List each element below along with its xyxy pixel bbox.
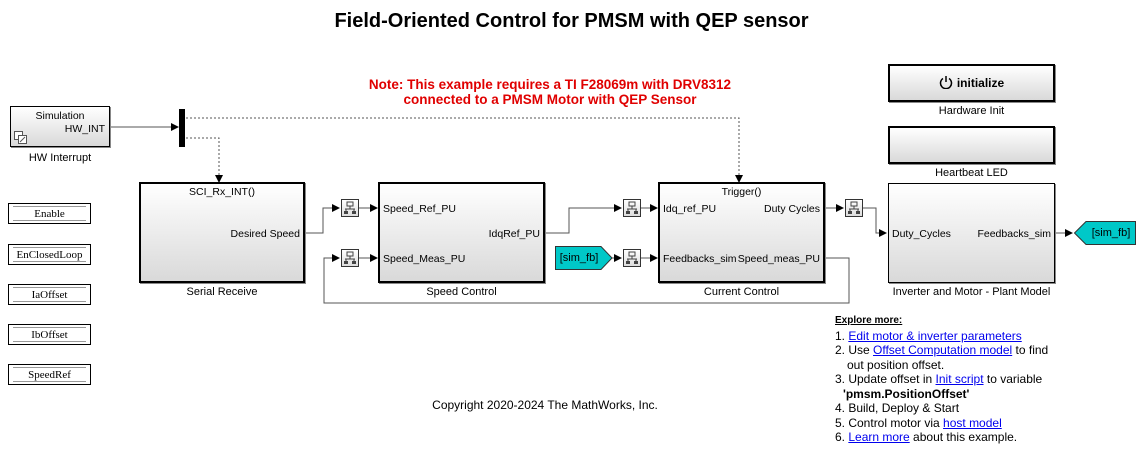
explore-item: 5. Control motor via host model	[835, 415, 1002, 430]
explore-heading: Explore more:	[835, 315, 903, 326]
power-icon	[939, 76, 953, 90]
speed-meas-out-port: Speed_meas_PU	[737, 253, 820, 265]
plant-model-label: Inverter and Motor - Plant Model	[892, 286, 1051, 298]
rate-transition-2[interactable]	[341, 249, 359, 267]
from-tag[interactable]	[555, 246, 613, 270]
speed-control-block[interactable]: Speed_Ref_PU Speed_Meas_PU IdqRef_PU	[378, 182, 545, 283]
current-control-block[interactable]: Trigger() Idq_ref_PU Feedbacks_sim Duty …	[658, 182, 825, 283]
heartbeat-led-block[interactable]	[888, 126, 1055, 164]
edit-motor-link[interactable]: Edit motor & inverter parameters	[848, 328, 1022, 343]
explore-item: out position offset.	[847, 357, 945, 372]
wire-trigger-sci	[186, 137, 223, 183]
diagram-title: Field-Oriented Control for PMSM with QEP…	[334, 10, 809, 32]
hardware-init-block[interactable]: initialize	[888, 64, 1055, 102]
feedbacks-sim-in-port: Feedbacks_sim	[663, 253, 737, 265]
iboffset-button[interactable]: IbOffset	[8, 324, 91, 345]
hw-interrupt-block[interactable]: Simulation HW_INT	[10, 106, 110, 147]
explore-item: 1. Edit motor & inverter parameters	[835, 328, 1022, 343]
goto-tag-label: [sim_fb]	[1091, 227, 1131, 239]
rate-transition-icon	[344, 251, 356, 264]
speedref-button[interactable]: SpeedRef	[8, 364, 91, 385]
wire-trigger-current	[186, 117, 743, 183]
learn-more-link[interactable]: Learn more	[848, 430, 910, 444]
serial-receive-block[interactable]: SCI_Rx_INT() Desired Speed	[139, 182, 305, 283]
current-trigger-port: Trigger()	[721, 186, 762, 198]
hw-int-port: HW_INT	[64, 123, 105, 135]
init-script-link[interactable]: Init script	[935, 372, 984, 386]
from-tag-label: [sim_fb]	[559, 252, 599, 264]
speed-ref-port: Speed_Ref_PU	[383, 203, 456, 215]
rate-transition-1[interactable]	[341, 199, 359, 217]
hw-interrupt-label: HW Interrupt	[28, 152, 92, 164]
explore-item: 6. Learn more about this example.	[835, 430, 1018, 444]
host-model-link[interactable]: host model	[943, 415, 1002, 430]
rate-transition-5[interactable]	[845, 199, 863, 217]
heartbeat-led-label: Heartbeat LED	[935, 167, 1008, 179]
offset-computation-link[interactable]: Offset Computation model	[873, 343, 1013, 357]
wire-feedback-loop	[323, 254, 850, 304]
speed-meas-port: Speed_Meas_PU	[383, 253, 466, 265]
subsystem-icon	[14, 131, 27, 144]
explore-item: 2. Use Offset Computation model to find	[835, 343, 1049, 357]
copyright: Copyright 2020-2024 The MathWorks, Inc.	[432, 398, 658, 412]
rate-transition-4[interactable]	[623, 249, 641, 267]
rate-transition-icon	[848, 201, 860, 214]
enable-button[interactable]: Enable	[8, 203, 91, 224]
rate-transition-icon	[344, 201, 356, 214]
iaoffset-button[interactable]: IaOffset	[8, 284, 91, 305]
rate-transition-icon	[626, 251, 638, 264]
explore-item: 3. Update offset in Init script to varia…	[835, 372, 1043, 386]
duty-cycles-in-port: Duty_Cycles	[892, 228, 951, 240]
current-control-label: Current Control	[703, 286, 780, 298]
serial-receive-label: Serial Receive	[186, 286, 258, 298]
enclosedloop-button[interactable]: EnClosedLoop	[8, 244, 91, 265]
idq-ref-port: Idq_ref_PU	[663, 203, 717, 215]
explore-item: 4. Build, Deploy & Start	[835, 401, 960, 415]
hw-interrupt-title: Simulation	[35, 110, 85, 122]
rate-transition-icon	[626, 201, 638, 214]
initialize-label: initialize	[956, 76, 1005, 90]
mux-bar	[179, 109, 185, 147]
wire-rt5-plant	[863, 207, 887, 237]
wire-desired-speed	[305, 204, 340, 234]
hardware-init-label: Hardware Init	[938, 105, 1005, 117]
duty-cycles-port: Duty Cycles	[763, 203, 820, 215]
idqref-port: IdqRef_PU	[488, 228, 540, 240]
explore-more-panel: Explore more: 1. Edit motor & inverter p…	[835, 314, 1048, 445]
hardware-note: Note: This example requires a TI F28069m…	[300, 77, 800, 107]
note-line-1: Note: This example requires a TI F28069m…	[368, 77, 732, 92]
desired-speed-port: Desired Speed	[230, 228, 300, 240]
rate-transition-3[interactable]	[623, 199, 641, 217]
plant-model-block[interactable]: Duty_Cycles Feedbacks_sim	[888, 183, 1055, 283]
note-line-2: connected to a PMSM Motor with QEP Senso…	[403, 92, 697, 107]
goto-tag[interactable]	[1074, 221, 1136, 245]
explore-item: 'pmsm.PositionOffset'	[843, 386, 970, 401]
wire-idqref	[545, 204, 622, 234]
speed-control-label: Speed Control	[426, 286, 497, 298]
sci-trigger-port: SCI_Rx_INT()	[189, 186, 255, 198]
feedbacks-sim-out-port: Feedbacks_sim	[977, 228, 1051, 240]
